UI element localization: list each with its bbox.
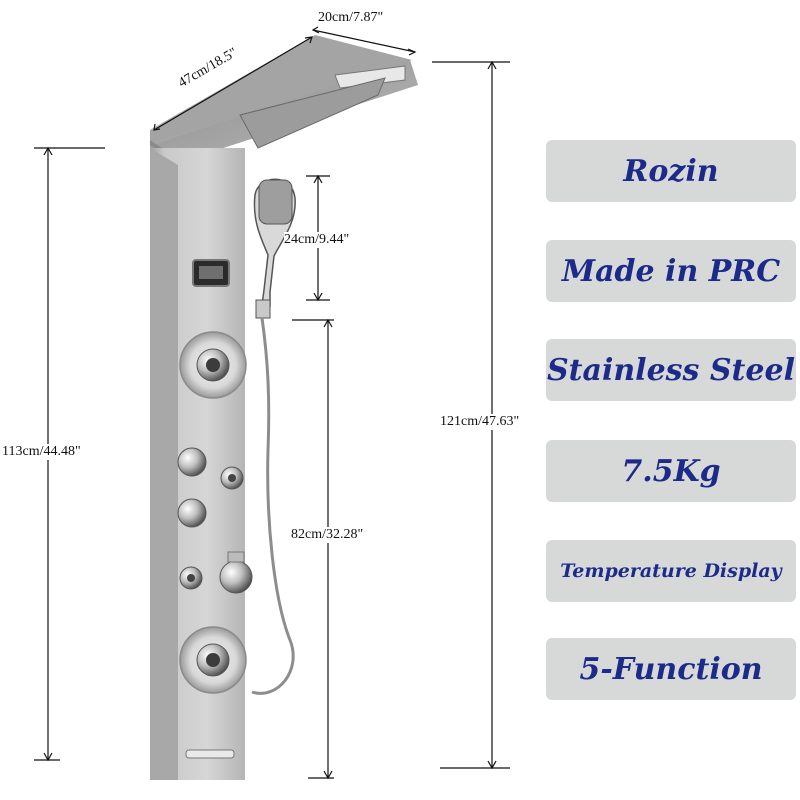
spec-weight: 7.5Kg	[546, 440, 796, 502]
temperature-display	[192, 259, 230, 287]
hose-length-label: 82cm/32.28"	[291, 527, 364, 543]
small-massage-jets	[179, 466, 244, 590]
total-height-label: 121cm/47.63"	[440, 414, 520, 430]
hand-shower	[251, 178, 296, 695]
spec-origin: Made in PRC	[546, 240, 796, 302]
head-width-label: 20cm/7.87"	[318, 10, 384, 26]
control-knobs	[177, 447, 253, 594]
body-jet-bottom	[179, 626, 247, 694]
spec-feature-display: Temperature Display	[546, 540, 796, 602]
spec-functions: 5-Function	[546, 638, 796, 700]
spec-brand: Rozin	[546, 140, 796, 202]
body-jet-top	[179, 331, 247, 399]
panel-height-label: 113cm/44.48"	[2, 444, 81, 460]
spec-material: Stainless Steel	[546, 339, 796, 401]
handshower-height-label: 24cm/9.44"	[284, 232, 350, 248]
